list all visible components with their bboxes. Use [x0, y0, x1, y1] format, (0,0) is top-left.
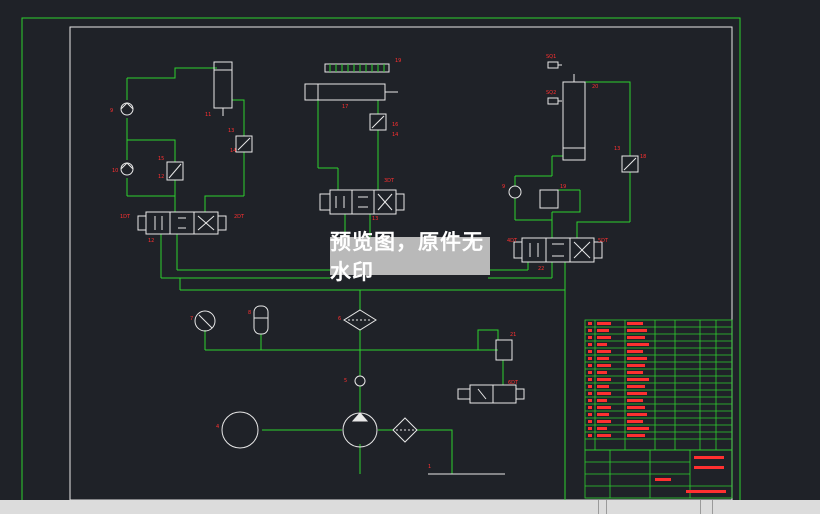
label-17: 17: [342, 104, 348, 110]
label-v2: 2DT: [234, 214, 245, 220]
check-valve-1: [120, 102, 134, 116]
throttle-valve-16: [369, 113, 387, 131]
label-20: 20: [592, 84, 598, 90]
parts-list: [584, 319, 733, 499]
label-13b: 13: [372, 216, 378, 222]
component-labels: 9 10 11 12 13 14 15 1DT 2DT 12 19 17 16 …: [110, 54, 646, 470]
label-12: 12: [158, 174, 164, 180]
label-22: 22: [538, 266, 544, 272]
filter: [343, 309, 377, 331]
label-10: 10: [112, 168, 118, 174]
label-v4: 4DT: [507, 238, 518, 244]
parts-list-entries: [588, 322, 726, 493]
left-circuit: [126, 67, 330, 279]
label-16: 16: [392, 122, 398, 128]
relief-valve: [495, 339, 513, 361]
check-valve-pump: [354, 375, 366, 387]
label-18: 18: [640, 154, 646, 160]
middle-symbols: [194, 63, 525, 475]
label-v1: 1DT: [120, 214, 131, 220]
label-6: 6: [338, 316, 341, 322]
right-symbols: [508, 61, 639, 263]
label-19: 19: [395, 58, 401, 64]
check-valve-right: [508, 185, 522, 199]
label-9-right: 9: [502, 184, 505, 190]
label-sq1: SQ1: [546, 54, 556, 60]
label-7: 7: [190, 316, 193, 322]
label-19b: 19: [560, 184, 566, 190]
gear-rack: [324, 63, 390, 73]
label-14: 14: [230, 148, 236, 154]
directional-valve-left: [145, 211, 219, 235]
cylinder-17: [304, 83, 386, 101]
label-sq2: SQ2: [546, 90, 556, 96]
right-circuit: [514, 81, 631, 238]
preview-watermark: 预览图，原件无水印: [330, 230, 490, 284]
label-13c: 13: [614, 146, 620, 152]
label-14b: 14: [392, 132, 398, 138]
sequence-valve: [539, 189, 559, 209]
throttle-valve-14: [235, 135, 253, 153]
label-15: 15: [158, 156, 164, 162]
viewer-bottom-bar: [0, 500, 820, 514]
pressure-gauge: [194, 310, 216, 332]
electric-motor: [221, 411, 259, 449]
directional-valve-right: [521, 237, 595, 263]
label-5: 5: [344, 378, 347, 384]
throttle-valve-12: [166, 161, 184, 181]
label-9-left: 9: [110, 108, 113, 114]
label-21: 21: [510, 332, 516, 338]
label-8: 8: [248, 310, 251, 316]
directional-valve-middle: [329, 189, 397, 215]
throttle-valve-18: [621, 155, 639, 173]
accumulator: [253, 305, 269, 335]
label-v3: 3DT: [384, 178, 395, 184]
label-4: 4: [216, 424, 219, 430]
label-13: 13: [228, 128, 234, 134]
middle-circuit: [179, 100, 566, 500]
cylinder-11: [213, 61, 233, 109]
label-12b: 12: [148, 238, 154, 244]
label-v5: 5DT: [598, 238, 609, 244]
check-valve-2: [120, 162, 134, 176]
label-11: 11: [205, 112, 211, 118]
left-symbols: [120, 61, 253, 235]
filter-right: [392, 417, 418, 443]
label-1: 1: [428, 464, 431, 470]
label-v6: 6DT: [508, 380, 519, 386]
